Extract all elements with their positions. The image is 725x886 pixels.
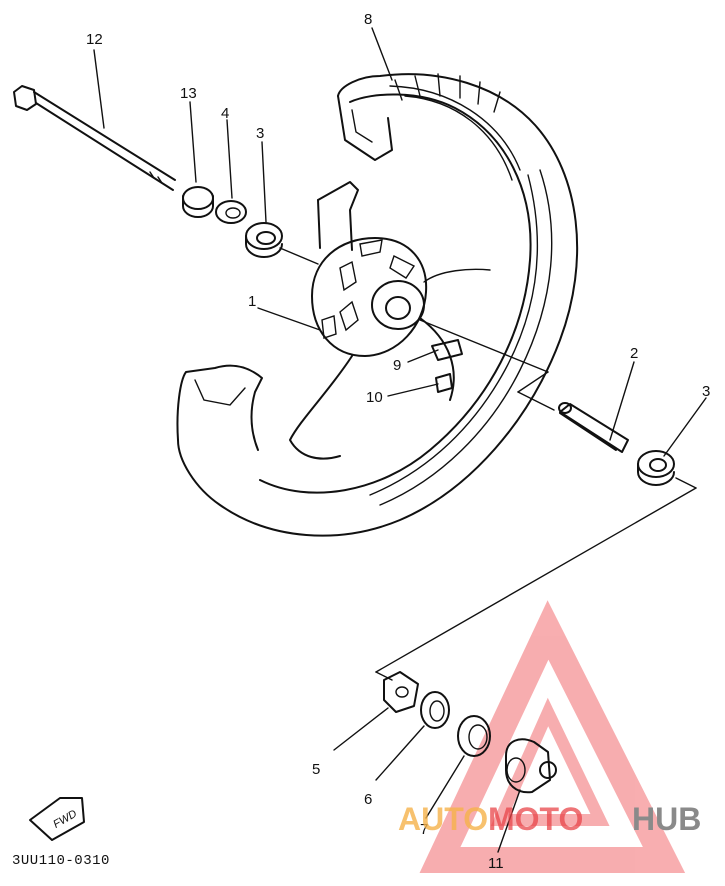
callout-7: 7 [420,821,428,838]
callout-9: 9 [393,357,401,374]
leader-lines [93,27,707,853]
bearing-right [637,450,675,486]
spacer-tube [558,402,629,453]
oil-seal-lower [420,691,450,729]
callout-8: 8 [364,11,372,28]
drawing-code: 3UU110-0310 [12,853,110,869]
callout-13: 13 [180,85,197,102]
callout-3: 3 [256,125,264,142]
callout-1: 1 [248,293,256,310]
collar [182,186,214,218]
callout-6: 6 [364,791,372,808]
callout-5: 5 [312,761,320,778]
watermark-hub: HUB [632,801,701,837]
spacer-ring [457,715,491,757]
watermark-moto: MOTO [488,801,583,837]
watermark-text: AUTO MOTO HUB [398,801,701,837]
wheel-hub [289,181,491,460]
callout-10: 10 [366,389,383,406]
retainer-plate [383,671,419,713]
fwd-arrow-icon: FWD [29,797,85,841]
speedometer-gear-unit [505,738,557,794]
axle [13,85,176,191]
watermark-auto: AUTO [398,801,488,837]
callout-4: 4 [221,105,229,122]
callout-2: 2 [630,345,638,362]
callout-3-right: 3 [702,383,710,400]
callout-11: 11 [488,855,504,872]
balance-weight [431,339,463,393]
callout-12: 12 [86,31,103,48]
oil-seal [215,200,247,224]
bearing-upper [245,222,283,258]
tire [176,73,579,537]
